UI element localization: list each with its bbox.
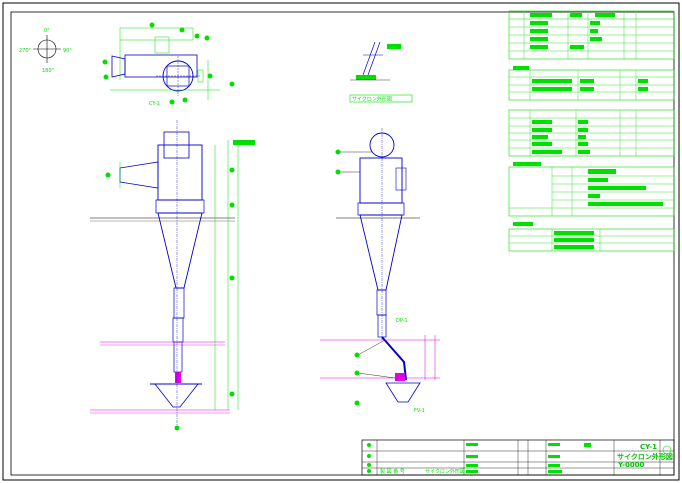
front-elevation [90,120,255,431]
compass-rose: 0° 90° 180° 270° [19,28,72,74]
side-elevation: DP-1 FV-1 [320,128,440,414]
plan-view-label: CY-1 [149,101,160,107]
footer-mid-label: サイクロン外形図 [425,468,465,475]
inner-frame [10,11,675,476]
detail-view: サイクロン外形図 [349,41,413,103]
compass-e: 90° [63,48,72,54]
fv-label: FV-1 [414,408,425,414]
title-block: CY-1 サイクロン外形図 Y-0000 製 図 番 号 サイクロン外形図 [361,439,675,476]
compass-s: 180° [42,68,55,74]
compass-w: 270° [19,48,32,54]
detail-title: サイクロン外形図 [352,96,392,103]
drawing-code: Y-0000 [617,461,645,469]
compass-n: 0° [44,28,50,34]
nozzle-table [508,10,675,60]
drawing-title: サイクロン外形図 [617,452,673,461]
footer-left-label: 製 図 番 号 [380,468,405,475]
spec-table-3 [508,162,675,217]
dp-label: DP-1 [396,318,408,324]
spec-table-1 [508,66,675,101]
spec-table-2 [508,109,675,157]
drawing-number: CY-1 [640,443,657,451]
spec-table-4 [508,222,675,252]
plan-view: CY-1 [102,22,235,107]
